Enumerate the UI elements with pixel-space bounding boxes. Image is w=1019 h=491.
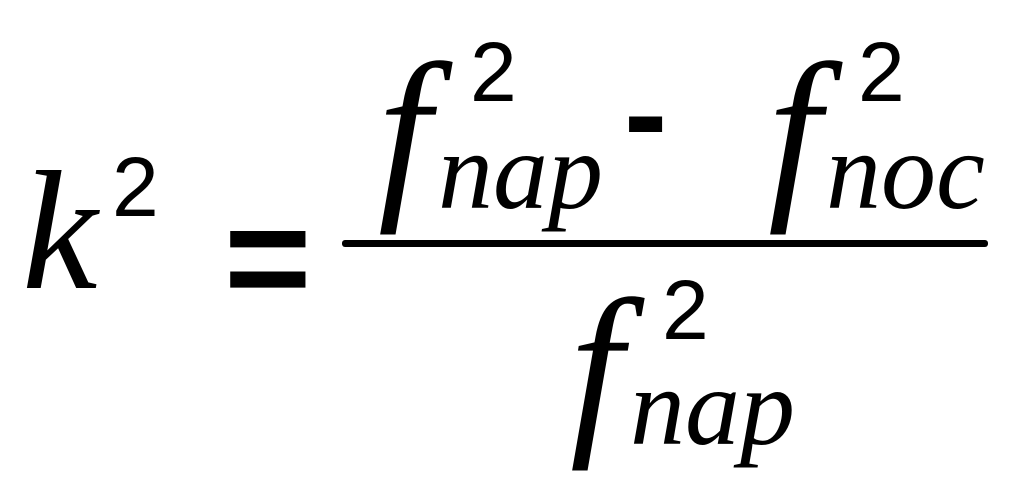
numerator-term1-subscript: nap — [438, 110, 603, 232]
numerator-term1-base: f — [378, 26, 431, 236]
fraction-bar — [342, 240, 988, 247]
numerator-term2-base: f — [768, 26, 821, 236]
numerator-term1-exponent: 2 — [470, 25, 517, 119]
denominator-base: f — [570, 262, 623, 472]
denominator-subscript: nap — [630, 346, 795, 468]
equals-sign: = — [224, 173, 312, 341]
numerator-term2-subscript: noc — [826, 110, 985, 232]
minus-sign: - — [624, 40, 668, 186]
lhs-exponent: 2 — [112, 140, 159, 234]
numerator-term2-exponent: 2 — [858, 25, 905, 119]
lhs-base: k — [22, 137, 98, 325]
denominator-exponent: 2 — [662, 263, 709, 357]
